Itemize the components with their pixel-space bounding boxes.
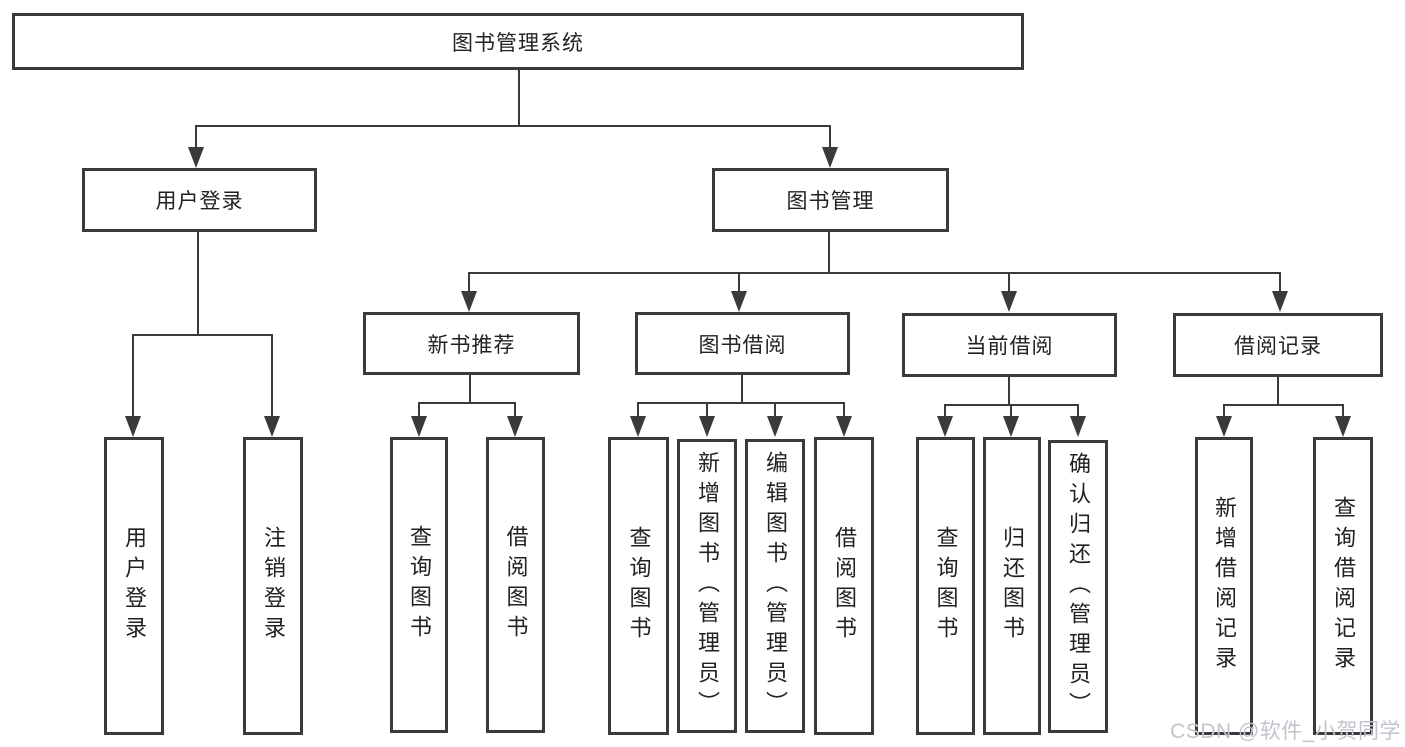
connector-line-v <box>1008 377 1010 405</box>
connector-line-v <box>195 125 197 153</box>
connector-line-h <box>132 334 273 336</box>
node-label: 查询图书 <box>626 526 652 646</box>
connector-line-h <box>468 272 1281 274</box>
arrow-down-icon <box>731 291 747 312</box>
connector-line-v <box>518 69 520 127</box>
node-label: 查询借阅记录 <box>1331 496 1356 676</box>
node-label: 用户登录 <box>122 526 147 646</box>
node-label: 新增借阅记录 <box>1212 496 1237 676</box>
arrow-down-icon <box>699 416 715 437</box>
connector-line-v <box>829 125 831 153</box>
connector-line-v <box>774 402 776 420</box>
arrow-down-icon <box>822 147 838 168</box>
connector-line-v <box>197 232 199 336</box>
node-label: 图书管理系统 <box>452 31 584 55</box>
node-label: 借阅图书 <box>832 526 857 646</box>
node-label: 借阅记录 <box>1234 335 1322 358</box>
arrow-down-icon <box>630 416 646 437</box>
node-leaf-bb-borrow-books: 借阅图书 <box>814 437 874 735</box>
connector-line-v <box>132 334 134 420</box>
node-label: 新增图书（管理员） <box>695 451 720 721</box>
node-leaf-cb-confirm-return-admin: 确认归还（管理员） <box>1048 440 1108 733</box>
arrow-down-icon <box>1216 416 1232 437</box>
node-leaf-rec-borrow-books: 借阅图书 <box>486 437 545 733</box>
connector-line-v <box>469 375 471 403</box>
node-label: 借阅图书 <box>503 525 529 645</box>
arrow-down-icon <box>411 416 427 437</box>
connector-line-v <box>1008 272 1010 294</box>
connector-line-h <box>637 402 845 404</box>
node-book-borrow: 图书借阅 <box>635 312 850 375</box>
node-label: 查询图书 <box>933 526 959 646</box>
arrow-down-icon <box>507 416 523 437</box>
arrow-down-icon <box>937 416 953 437</box>
node-leaf-user-login: 用户登录 <box>104 437 164 735</box>
node-label: 图书借阅 <box>698 333 787 357</box>
node-root: 图书管理系统 <box>12 13 1024 70</box>
node-new-book-recommend: 新书推荐 <box>363 312 580 375</box>
node-label: 用户登录 <box>155 190 244 213</box>
connector-line-v <box>1223 404 1225 418</box>
connector-line-v <box>514 402 516 420</box>
arrow-down-icon <box>836 416 852 437</box>
connector-line-h <box>418 402 516 404</box>
arrow-down-icon <box>1070 416 1086 437</box>
arrow-down-icon <box>1003 416 1019 437</box>
connector-line-v <box>1279 272 1281 294</box>
node-leaf-bb-query-books: 查询图书 <box>608 437 669 735</box>
node-user-login: 用户登录 <box>82 168 317 232</box>
node-label: 图书管理 <box>786 190 875 213</box>
node-label: 新书推荐 <box>427 333 516 357</box>
arrow-down-icon <box>1272 291 1288 312</box>
node-label: 查询图书 <box>407 525 432 645</box>
node-book-management: 图书管理 <box>712 168 949 232</box>
connector-line-v <box>944 404 946 418</box>
arrow-down-icon <box>125 416 141 437</box>
node-leaf-rec-query-books: 查询图书 <box>390 437 448 733</box>
arrow-down-icon <box>188 147 204 168</box>
connector-line-v <box>1010 404 1012 418</box>
node-leaf-br-add-record: 新增借阅记录 <box>1195 437 1253 735</box>
node-leaf-bb-edit-books-admin: 编辑图书（管理员） <box>745 439 805 733</box>
node-label: 归还图书 <box>1000 526 1025 646</box>
arrow-down-icon <box>461 291 477 312</box>
node-leaf-cb-query-books: 查询图书 <box>916 437 975 735</box>
arrow-down-icon <box>1335 416 1351 437</box>
node-current-borrow: 当前借阅 <box>902 313 1117 377</box>
connector-line-v <box>1277 377 1279 405</box>
watermark: CSDN @软件_小贺同学 <box>1170 720 1401 743</box>
connector-line-v <box>637 402 639 420</box>
node-leaf-logout: 注销登录 <box>243 437 303 735</box>
connector-line-v <box>418 402 420 420</box>
connector-line-v <box>741 375 743 403</box>
node-label: 当前借阅 <box>965 335 1054 358</box>
node-label: 编辑图书（管理员） <box>763 451 788 721</box>
connector-line-h <box>196 125 831 127</box>
node-leaf-cb-return-books: 归还图书 <box>983 437 1041 735</box>
connector-line-v <box>1077 404 1079 418</box>
node-leaf-bb-add-books-admin: 新增图书（管理员） <box>677 439 737 733</box>
connector-line-v <box>828 232 830 274</box>
connector-line-v <box>706 402 708 420</box>
arrow-down-icon <box>1001 291 1017 312</box>
node-label: 确认归还（管理员） <box>1066 451 1091 722</box>
node-label: 注销登录 <box>261 526 286 646</box>
connector-line-v <box>843 402 845 420</box>
connector-line-h <box>1223 404 1344 406</box>
node-borrow-records: 借阅记录 <box>1173 313 1383 377</box>
connector-line-v <box>468 272 470 294</box>
arrow-down-icon <box>264 416 280 437</box>
connector-line-v <box>271 334 273 420</box>
arrow-down-icon <box>767 416 783 437</box>
connector-line-v <box>1342 404 1344 418</box>
connector-line-v <box>738 272 740 294</box>
node-leaf-br-query-record: 查询借阅记录 <box>1313 437 1373 735</box>
